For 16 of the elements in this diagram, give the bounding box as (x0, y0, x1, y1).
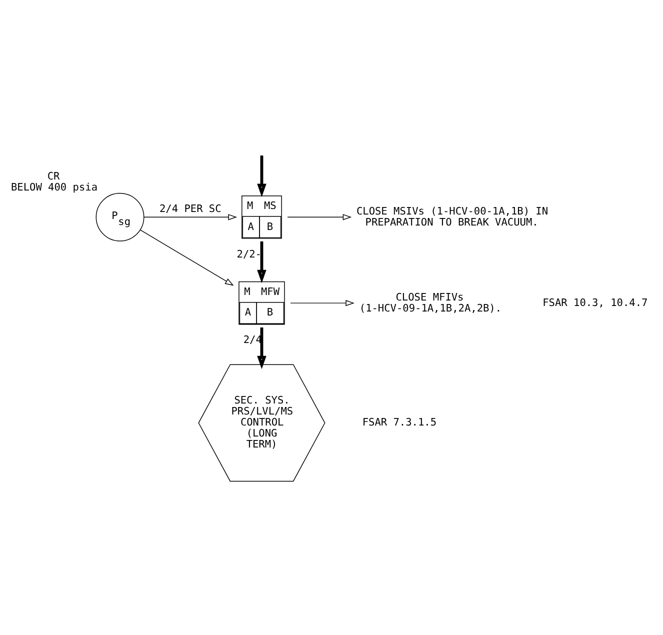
edge-label: 2/4 PER SC (159, 202, 222, 215)
arrow (144, 214, 238, 220)
arrow (287, 214, 352, 220)
edge-label: 2/2- (236, 248, 262, 260)
edge-label: 2/4 (243, 334, 262, 346)
arrow (257, 155, 266, 197)
arrow (290, 299, 354, 306)
node-label: BELOW 400 psia (10, 180, 98, 193)
arrow (257, 326, 266, 369)
arrow (257, 240, 266, 283)
node-text: CLOSE MFIVs (1-HCV-09-1A,1B,2A,2B). (359, 290, 502, 314)
label: FSAR 7.3.1.5 (362, 416, 437, 428)
arrow (140, 229, 234, 286)
node-label: CR (47, 170, 60, 182)
node-text: CLOSE MSIVs (1-HCV-00-1A,1B) IN PREPARATION TO BREAK VACUUM. (356, 204, 548, 228)
label: FSAR 10.3, 10.4.7 (542, 296, 648, 308)
